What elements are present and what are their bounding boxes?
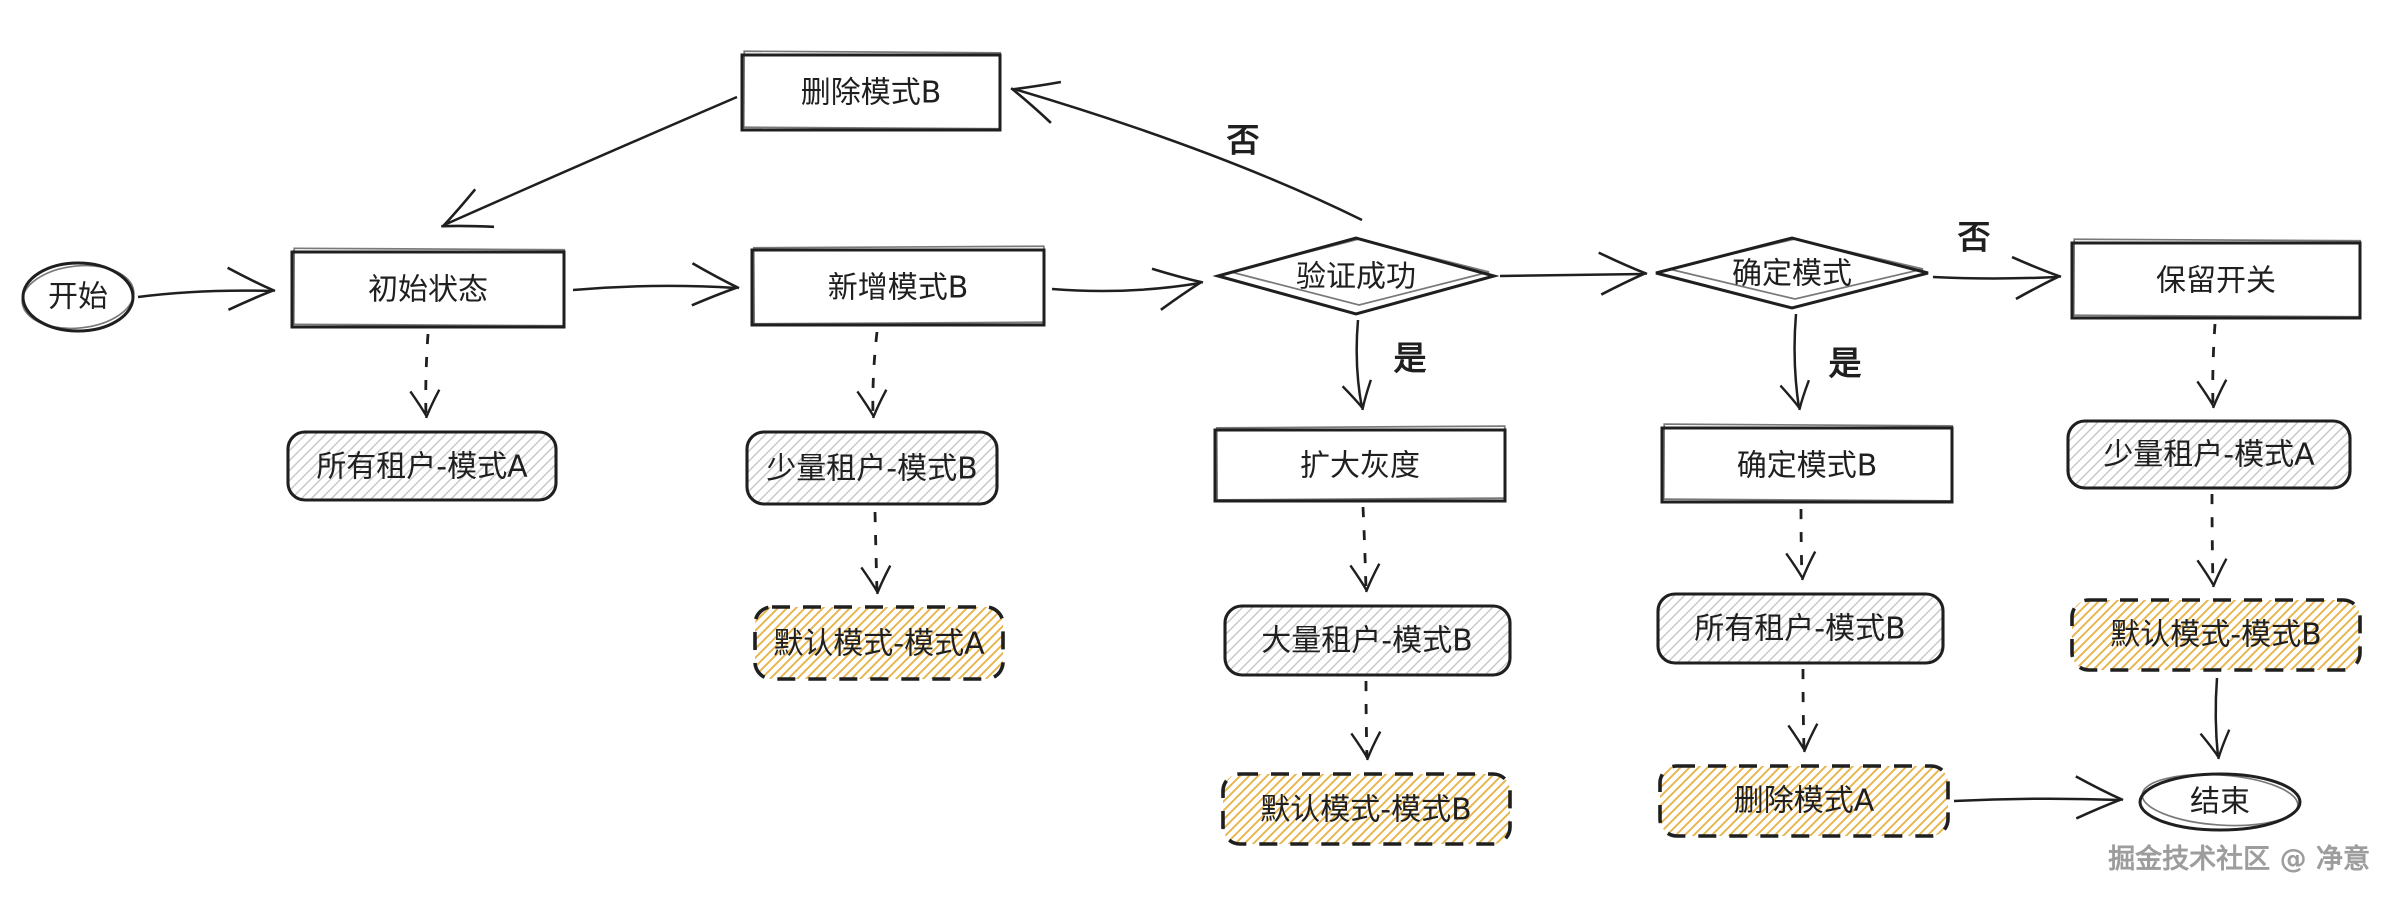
- node-confirm-mode-b: 确定模式B: [1660, 423, 1954, 504]
- node-delete-mode-a: 删除模式A: [1658, 764, 1950, 838]
- node-end: 结束: [2138, 772, 2302, 832]
- edge-initial-state-to-add-mode-b: [572, 262, 740, 307]
- edge-confirm-mode-to-keep-switch: [1932, 255, 2062, 301]
- node-many-tenants-mode-b: 大量租户-模式B: [1223, 604, 1512, 677]
- edge-label-no-right: 否: [1958, 218, 1991, 257]
- node-default-mode-b-mid-label: 默认模式-模式B: [1260, 793, 1471, 828]
- edge-add-mode-b-to-verify-success: [1051, 267, 1204, 311]
- edge-start-to-initial-state: [137, 266, 276, 311]
- edges-layer: [137, 80, 2231, 820]
- edge-label-no-top: 否: [1227, 121, 1260, 160]
- edge-confirm-mode-to-confirm-mode-b: [1779, 313, 1811, 411]
- node-all-tenants-mode-a: 所有租户-模式A: [286, 430, 558, 502]
- edge-few-tenants-mode-a-to-default-mode-b-right: [2196, 493, 2228, 588]
- edge-delete-mode-b-to-initial-state: [441, 95, 738, 229]
- edge-keep-switch-to-few-tenants-mode-a: [2196, 323, 2228, 409]
- node-verify-success-label: 验证成功: [1296, 260, 1416, 295]
- node-delete-mode-b: 删除模式B: [740, 50, 1002, 132]
- node-verify-success: 验证成功: [1212, 236, 1500, 316]
- node-few-tenants-mode-b-label: 少量租户-模式B: [766, 452, 977, 487]
- edge-all-tenants-mode-b-to-delete-mode-a: [1787, 668, 1819, 753]
- edge-confirm-mode-b-to-all-tenants-mode-b: [1785, 508, 1817, 581]
- edge-expand-gray-to-many-tenants-mode-b: [1349, 506, 1381, 593]
- node-many-tenants-mode-b-label: 大量租户-模式B: [1261, 624, 1472, 659]
- node-few-tenants-mode-a: 少量租户-模式A: [2066, 419, 2352, 490]
- node-confirm-mode: 确定模式: [1655, 236, 1929, 310]
- node-initial-state: 初始状态: [290, 247, 566, 329]
- edge-verify-success-to-expand-gray: [1341, 319, 1373, 411]
- edge-default-mode-b-right-to-end: [2199, 677, 2231, 760]
- node-end-label: 结束: [2190, 785, 2250, 820]
- edge-few-tenants-mode-b-to-default-mode-a: [860, 511, 892, 595]
- watermark: 掘金技术社区 @ 净意: [2108, 843, 2370, 875]
- node-initial-state-label: 初始状态: [368, 273, 488, 308]
- node-confirm-mode-label: 确定模式: [1732, 257, 1852, 292]
- node-few-tenants-mode-b: 少量租户-模式B: [745, 430, 999, 506]
- node-keep-switch-label: 保留开关: [2156, 264, 2276, 299]
- edge-initial-state-to-all-tenants-mode-a: [409, 333, 441, 419]
- edge-add-mode-b-to-few-tenants-mode-b: [856, 331, 888, 419]
- node-all-tenants-mode-b-label: 所有租户-模式B: [1694, 612, 1905, 647]
- node-add-mode-b: 新增模式B: [750, 245, 1046, 327]
- node-delete-mode-b-label: 删除模式B: [801, 76, 942, 111]
- node-expand-gray-label: 扩大灰度: [1300, 449, 1420, 484]
- node-keep-switch: 保留开关: [2070, 238, 2362, 320]
- node-all-tenants-mode-b: 所有租户-模式B: [1656, 592, 1945, 665]
- node-start: 开始: [21, 261, 135, 333]
- edge-verify-success-to-delete-mode-b: [1010, 80, 1363, 222]
- node-default-mode-b-mid: 默认模式-模式B: [1221, 772, 1512, 846]
- node-default-mode-a: 默认模式-模式A: [753, 605, 1005, 681]
- node-default-mode-b-right: 默认模式-模式B: [2070, 598, 2362, 672]
- edge-many-tenants-mode-b-to-default-mode-b-mid: [1350, 680, 1382, 761]
- edge-label-yes-left: 是: [1394, 339, 1427, 378]
- edge-delete-mode-a-to-end: [1953, 775, 2124, 820]
- node-confirm-mode-b-label: 确定模式B: [1737, 449, 1878, 484]
- node-start-label: 开始: [48, 280, 108, 315]
- edge-label-yes-right: 是: [1829, 344, 1862, 383]
- edge-verify-success-to-confirm-mode: [1499, 251, 1648, 296]
- node-expand-gray: 扩大灰度: [1213, 425, 1507, 503]
- node-few-tenants-mode-a-label: 少量租户-模式A: [2103, 438, 2315, 473]
- node-delete-mode-a-label: 删除模式A: [1734, 784, 1875, 819]
- node-default-mode-a-label: 默认模式-模式A: [773, 627, 985, 662]
- node-all-tenants-mode-a-label: 所有租户-模式A: [316, 450, 528, 485]
- node-default-mode-b-right-label: 默认模式-模式B: [2110, 618, 2321, 653]
- node-add-mode-b-label: 新增模式B: [828, 271, 969, 306]
